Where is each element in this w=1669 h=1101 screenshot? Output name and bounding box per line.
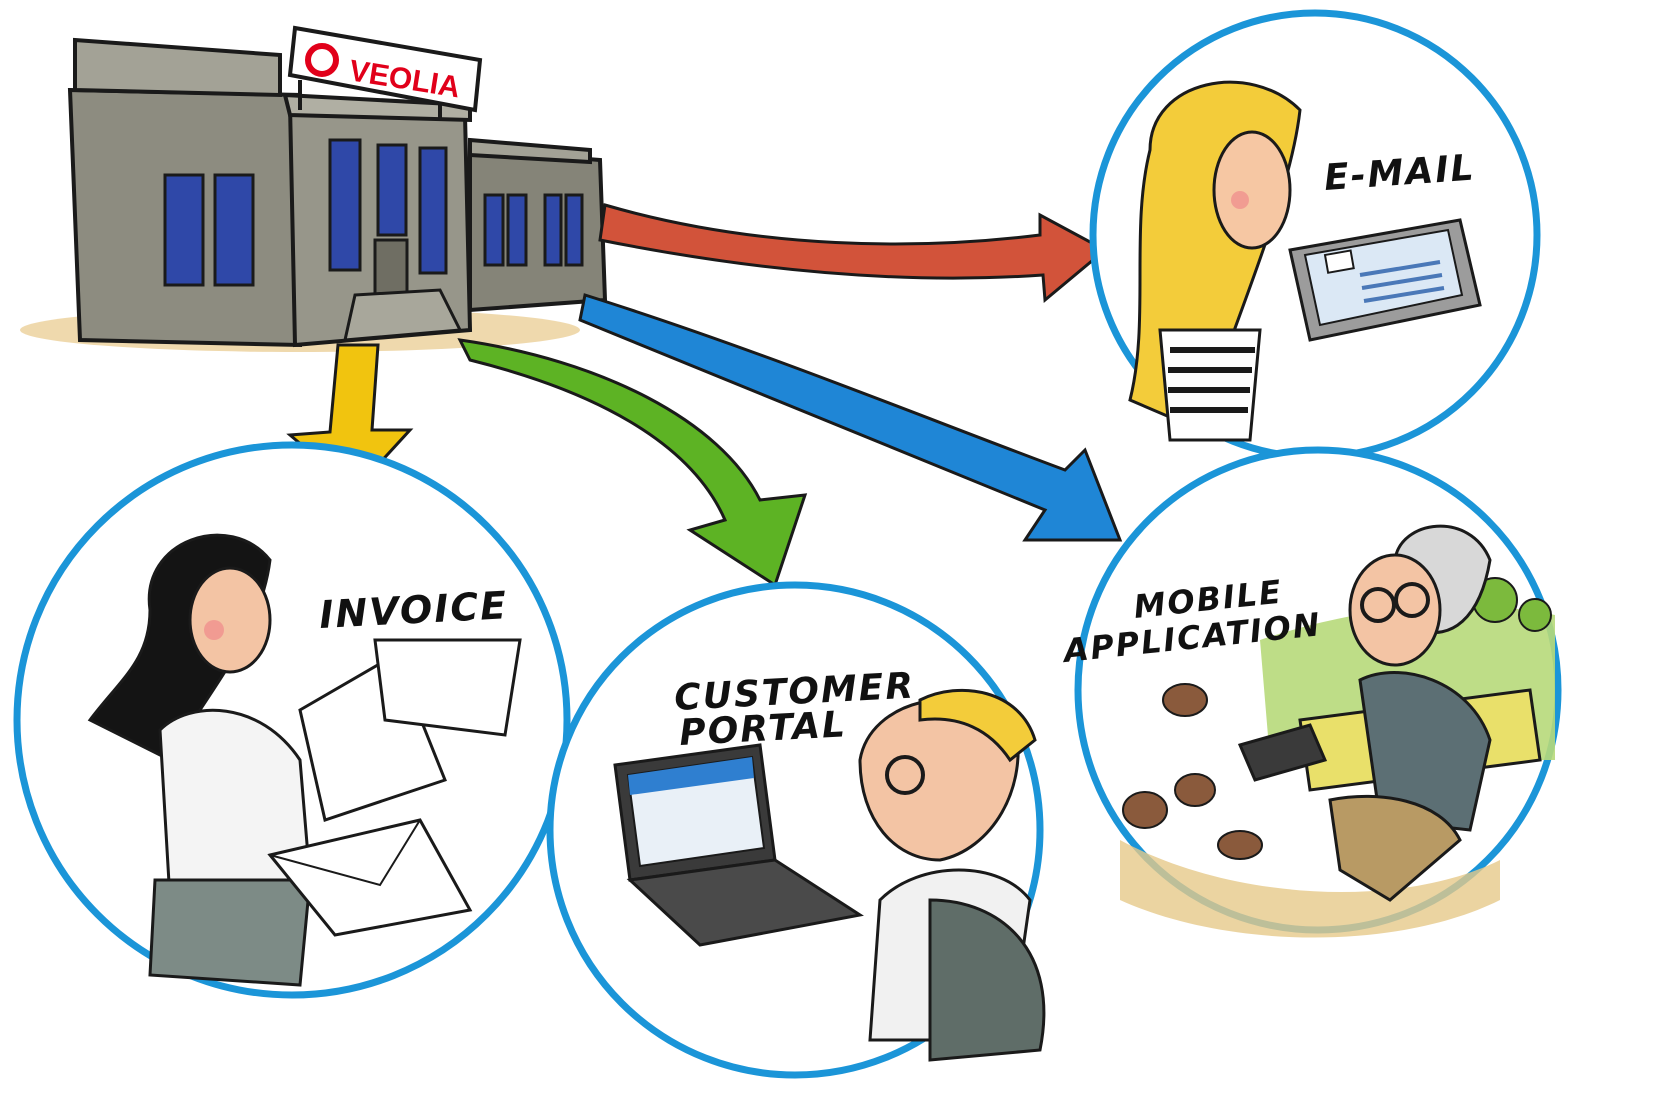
document-icon — [298, 638, 522, 822]
invoice-label: INVOICE — [318, 583, 509, 637]
mobile-channel: MOBILE APPLICATION — [1059, 446, 1562, 938]
bird-icons — [1122, 683, 1263, 860]
invoice-channel: INVOICE — [13, 441, 571, 999]
arrow-to-portal — [457, 338, 808, 588]
email-channel: E-MAIL — [1089, 9, 1541, 461]
envelope-icon — [267, 818, 473, 937]
arrow-to-mobile — [578, 293, 1123, 542]
phone-tablet-icon — [1237, 723, 1328, 782]
portal-label-line2: PORTAL — [678, 704, 848, 754]
portal-channel: CUSTOMER PORTAL — [546, 581, 1046, 1079]
arrow-to-email — [598, 203, 1108, 304]
veolia-logo-icon — [305, 43, 339, 77]
tablet-icon — [1288, 218, 1482, 342]
laptop-icon — [613, 743, 864, 947]
veolia-sign: VEOLIA — [287, 25, 483, 120]
veolia-building: VEOLIA — [20, 25, 608, 352]
